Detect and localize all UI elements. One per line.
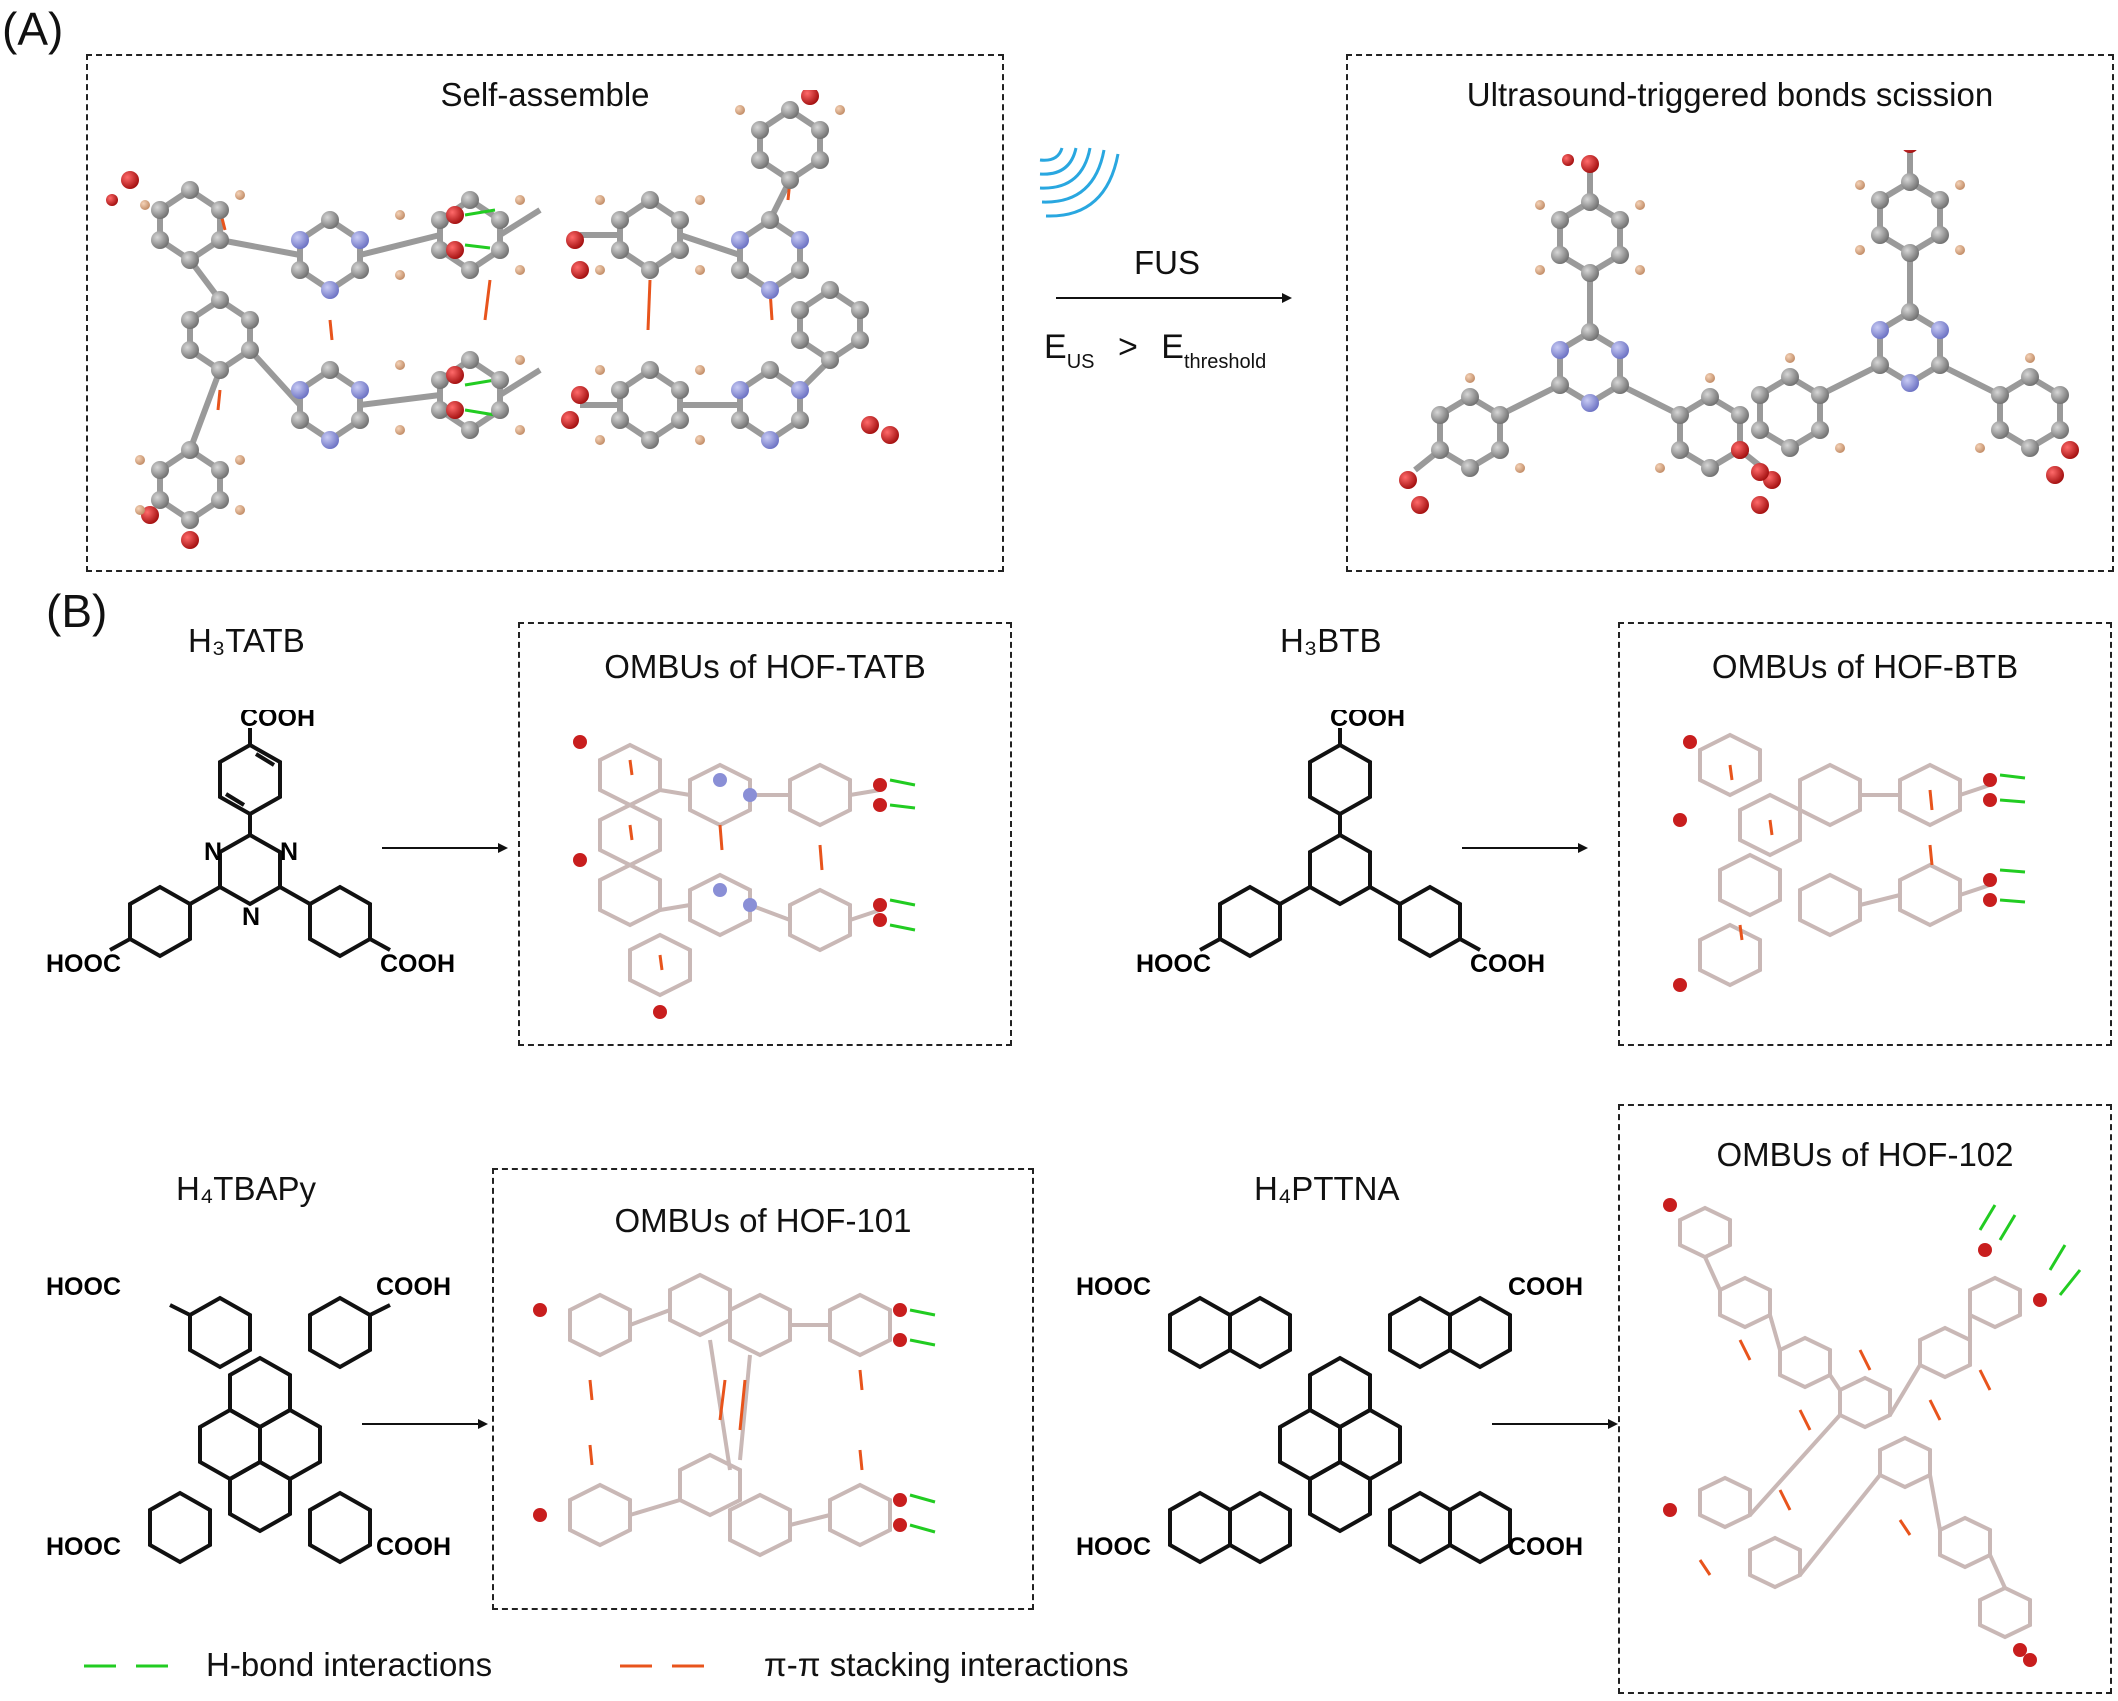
legend-pipi-swatch bbox=[620, 1664, 704, 1668]
h4pttna-name: H₄PTTNA bbox=[1254, 1170, 1400, 1207]
pttna-hooc-top: HOOC bbox=[1076, 1273, 1151, 1301]
arrow-btb bbox=[1462, 843, 1588, 853]
tatb-cooh-right: COOH bbox=[380, 950, 455, 978]
ombus-hof-btb-title: OMBUs of HOF-BTB bbox=[1711, 648, 2019, 685]
self-assemble-title: Self-assemble bbox=[440, 76, 650, 113]
h4pttna-structure: HOOC COOH HOOC COOH bbox=[1076, 1273, 1583, 1565]
fus-label: FUS bbox=[1134, 244, 1200, 281]
ombus-hof-102-model bbox=[1663, 1198, 2082, 1667]
tatb-n-3: N bbox=[242, 903, 260, 931]
ombus-hof-101-model bbox=[533, 1272, 936, 1558]
btb-cooh-top: COOH bbox=[1330, 710, 1405, 732]
arrow-tbapy bbox=[362, 1419, 488, 1429]
tatb-cooh-top: COOH bbox=[240, 710, 315, 732]
ombus-hof-btb-model bbox=[1673, 732, 2026, 992]
h3tatb-structure: COOH HOOC COOH N N N bbox=[46, 710, 455, 978]
ombus-hof-tatb-title: OMBUs of HOF-TATB bbox=[604, 648, 926, 685]
pttna-cooh-top: COOH bbox=[1508, 1273, 1583, 1301]
self-assemble-box: Self-assemble bbox=[86, 54, 1004, 572]
energy-condition: EUS > Ethreshold bbox=[1044, 328, 1266, 373]
ombus-hof-102-box: OMBUs of HOF-102 bbox=[1618, 1104, 2112, 1694]
dissociated-molecules-model bbox=[1399, 150, 2079, 514]
h3btb-name: H₃BTB bbox=[1280, 622, 1382, 659]
h3tatb-name: H₃TATB bbox=[188, 622, 305, 659]
pttna-cooh-bottom: COOH bbox=[1508, 1533, 1583, 1561]
ombus-hof-101-title: OMBUs of HOF-101 bbox=[614, 1202, 912, 1239]
ombus-hof-tatb-model bbox=[573, 735, 916, 1019]
tbapy-hooc-bottom: HOOC bbox=[46, 1533, 121, 1561]
ombus-hof-btb-box: OMBUs of HOF-BTB bbox=[1618, 622, 2112, 1046]
tatb-n-1: N bbox=[204, 838, 222, 866]
tbapy-cooh-bottom: COOH bbox=[376, 1533, 451, 1561]
energy-e-us: E bbox=[1044, 328, 1067, 366]
ombus-hof-101-box: OMBUs of HOF-101 bbox=[492, 1168, 1034, 1610]
ombus-hof-102-title: OMBUs of HOF-102 bbox=[1716, 1136, 2014, 1173]
fus-arrow bbox=[1056, 293, 1292, 303]
ombus-hof-tatb-box: OMBUs of HOF-TATB bbox=[518, 622, 1012, 1046]
tatb-hooc-left: HOOC bbox=[46, 950, 121, 978]
bond-scission-title: Ultrasound-triggered bonds scission bbox=[1466, 76, 1994, 113]
btb-cooh-right: COOH bbox=[1470, 950, 1545, 978]
legend-pipi-label: π-π stacking interactions bbox=[764, 1646, 1129, 1683]
h3btb-structure: COOH HOOC COOH bbox=[1136, 710, 1545, 978]
arrow-tatb bbox=[382, 843, 508, 853]
bond-scission-box: Ultrasound-triggered bonds scission bbox=[1346, 54, 2114, 572]
h4tbapy-structure: HOOC COOH HOOC COOH bbox=[46, 1273, 451, 1565]
self-assembled-hof-model bbox=[106, 90, 899, 549]
h4tbapy-name: H₄TBAPy bbox=[176, 1170, 316, 1207]
panel-a-label: (A) bbox=[2, 3, 64, 55]
pttna-hooc-bottom: HOOC bbox=[1076, 1533, 1151, 1561]
tbapy-hooc-top: HOOC bbox=[46, 1273, 121, 1301]
legend-hbond-label: H-bond interactions bbox=[206, 1646, 493, 1683]
tbapy-cooh-top: COOH bbox=[376, 1273, 451, 1301]
energy-e-threshold: E bbox=[1161, 328, 1184, 366]
tatb-n-2: N bbox=[280, 838, 298, 866]
panel-b-label: (B) bbox=[46, 585, 108, 637]
legend-hbond-swatch bbox=[84, 1664, 168, 1668]
energy-threshold-subscript: threshold bbox=[1183, 351, 1267, 373]
energy-us-subscript: US bbox=[1066, 351, 1095, 373]
btb-hooc-left: HOOC bbox=[1136, 950, 1211, 978]
greater-than-sign: > bbox=[1117, 328, 1138, 366]
ultrasound-wave-icon bbox=[1039, 147, 1120, 218]
arrow-pttna bbox=[1492, 1419, 1618, 1429]
